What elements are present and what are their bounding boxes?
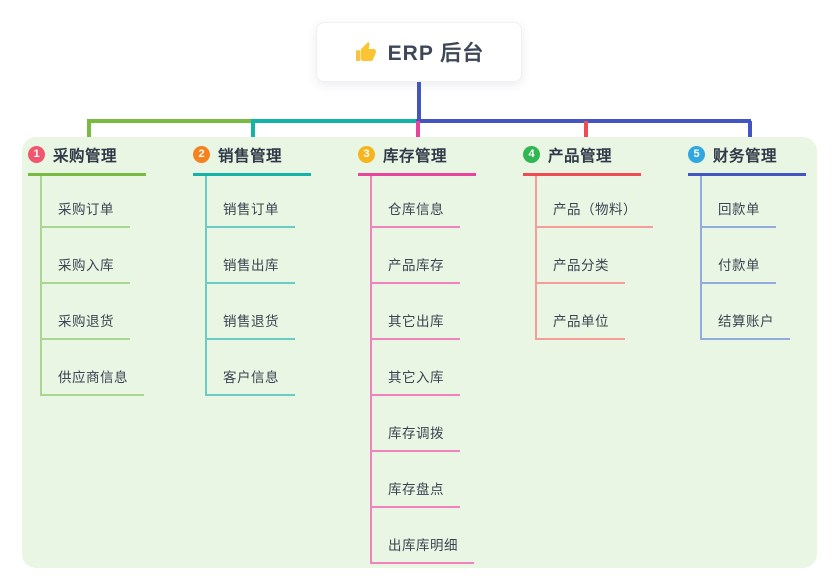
branch-child-item[interactable]: 采购退货 [42, 284, 130, 340]
branch-children: 回款单付款单结算账户 [700, 176, 790, 340]
branch-label: 财务管理 [713, 147, 778, 165]
child-label: 销售订单 [223, 202, 279, 217]
branch-child-item[interactable]: 其它入库 [372, 340, 460, 396]
child-label: 采购订单 [58, 202, 114, 217]
root-node[interactable]: ERP 后台 [316, 22, 522, 82]
branch-child-item[interactable]: 结算账户 [702, 284, 790, 340]
connector-horizontal-segment [87, 119, 253, 123]
child-label: 其它入库 [388, 370, 444, 385]
branch-column: 5 财务管理回款单付款单结算账户 [688, 141, 839, 340]
branch-children: 仓库信息产品库存其它出库其它入库库存调拨库存盘点出库库明细 [370, 176, 474, 564]
child-label: 仓库信息 [388, 202, 444, 217]
branch-column: 4 产品管理产品（物料） 产品分类产品单位 [523, 141, 683, 340]
thumbs-up-icon [354, 40, 378, 64]
child-label: 销售退货 [223, 314, 279, 329]
branch-child-item[interactable]: 销售出库 [207, 228, 295, 284]
connector-branch-drop [584, 121, 588, 147]
branch-child-item[interactable]: 客户信息 [207, 340, 295, 396]
branch-column: 3 库存管理仓库信息产品库存其它出库其它入库库存调拨库存盘点出库库明细 [358, 141, 518, 564]
branch-child-item[interactable]: 采购入库 [42, 228, 130, 284]
branch-number-badge: 4 [523, 146, 540, 163]
child-label: 库存调拨 [388, 426, 444, 441]
branch-child-item[interactable]: 产品分类 [537, 228, 625, 284]
branch-label: 库存管理 [383, 147, 448, 165]
child-label: 采购退货 [58, 314, 114, 329]
child-label: 供应商信息 [58, 370, 128, 385]
connector-branch-drop [251, 121, 255, 147]
connector-branch-drop [87, 121, 91, 147]
branch-column: 2 销售管理销售订单销售出库销售退货客户信息 [193, 141, 353, 396]
branch-children: 产品（物料） 产品分类产品单位 [535, 176, 653, 340]
branch-child-item[interactable]: 采购订单 [42, 176, 130, 228]
branch-child-item[interactable]: 产品（物料） [537, 176, 653, 228]
child-label: 产品（物料） [553, 202, 637, 217]
child-label: 库存盘点 [388, 482, 444, 497]
branch-number-badge: 1 [28, 146, 45, 163]
branch-header[interactable]: 3 库存管理 [358, 141, 476, 176]
child-label: 回款单 [718, 202, 760, 217]
branch-child-item[interactable]: 仓库信息 [372, 176, 460, 228]
connector-horizontal-segment [416, 119, 751, 123]
branch-child-item[interactable]: 销售订单 [207, 176, 295, 228]
branches-panel: 1 采购管理采购订单采购入库采购退货供应商信息 2 销售管理销售订单销售出库销售退货客… [22, 137, 817, 568]
branch-header[interactable]: 2 销售管理 [193, 141, 311, 176]
root-connector-stub [417, 82, 421, 121]
child-label: 产品库存 [388, 258, 444, 273]
branch-child-item[interactable]: 回款单 [702, 176, 776, 228]
branch-label: 销售管理 [218, 147, 283, 165]
branch-child-item[interactable]: 销售退货 [207, 284, 295, 340]
branch-label: 采购管理 [53, 147, 118, 165]
child-label: 销售出库 [223, 258, 279, 273]
child-label: 付款单 [718, 258, 760, 273]
child-label: 客户信息 [223, 370, 279, 385]
branch-children: 采购订单采购入库采购退货供应商信息 [40, 176, 144, 396]
branch-column: 1 采购管理采购订单采购入库采购退货供应商信息 [28, 141, 188, 396]
child-label: 产品分类 [553, 258, 609, 273]
child-label: 采购入库 [58, 258, 114, 273]
branch-child-item[interactable]: 库存调拨 [372, 396, 460, 452]
branch-child-item[interactable]: 出库库明细 [372, 508, 474, 564]
branch-child-item[interactable]: 付款单 [702, 228, 776, 284]
branch-child-item[interactable]: 库存盘点 [372, 452, 460, 508]
child-label: 产品单位 [553, 314, 609, 329]
branch-header[interactable]: 5 财务管理 [688, 141, 806, 176]
branch-header[interactable]: 1 采购管理 [28, 141, 146, 176]
child-label: 其它出库 [388, 314, 444, 329]
connector-branch-drop [748, 121, 752, 147]
branch-header[interactable]: 4 产品管理 [523, 141, 641, 176]
child-label: 出库库明细 [388, 538, 458, 553]
branch-number-badge: 3 [358, 146, 375, 163]
branch-child-item[interactable]: 产品单位 [537, 284, 625, 340]
branch-child-item[interactable]: 其它出库 [372, 284, 460, 340]
branch-child-item[interactable]: 产品库存 [372, 228, 460, 284]
branch-number-badge: 2 [193, 146, 210, 163]
branch-number-badge: 5 [688, 146, 705, 163]
branch-child-item[interactable]: 供应商信息 [42, 340, 144, 396]
branch-children: 销售订单销售出库销售退货客户信息 [205, 176, 295, 396]
child-label: 结算账户 [718, 314, 774, 329]
connector-horizontal-segment [251, 119, 418, 123]
root-title: ERP 后台 [387, 42, 485, 65]
connector-branch-drop [416, 121, 420, 147]
branch-label: 产品管理 [548, 147, 613, 165]
